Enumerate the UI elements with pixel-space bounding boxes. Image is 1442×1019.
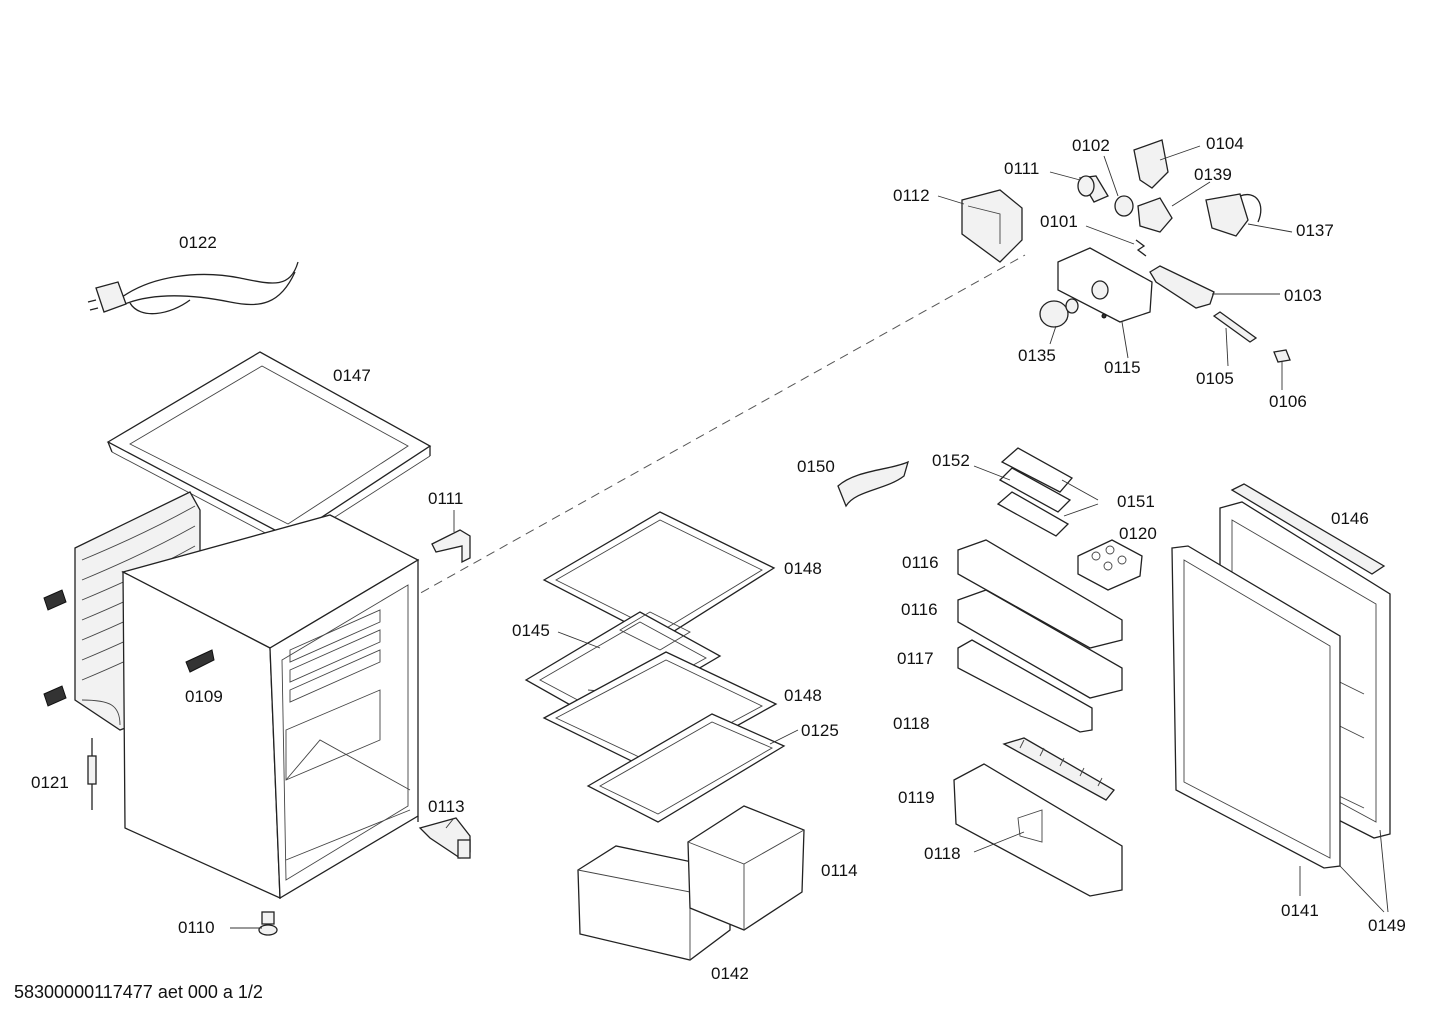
part-label-0106: 0106 bbox=[1269, 392, 1307, 411]
hinge-bottom-part bbox=[418, 817, 471, 859]
part-label-0147: 0147 bbox=[333, 366, 371, 385]
part-label-0148-top: 0148 bbox=[784, 559, 822, 578]
glass-shelf-mid-part bbox=[542, 651, 778, 773]
part-label-0111-top: 0111 bbox=[1004, 159, 1040, 178]
part-label-0114: 0114 bbox=[821, 861, 858, 880]
spring-part bbox=[1135, 239, 1147, 257]
bottle-retainer-part bbox=[1002, 737, 1115, 801]
glass-shelf-top-part bbox=[542, 511, 776, 641]
leader-lines bbox=[230, 145, 1389, 929]
part-label-0109: 0109 bbox=[185, 687, 223, 706]
cabinet-body-part bbox=[121, 514, 420, 900]
part-label-0111-hinge: 0111 bbox=[428, 489, 464, 508]
socket-ring-part bbox=[1114, 195, 1134, 217]
switch-part bbox=[1137, 197, 1173, 233]
egg-flap-part bbox=[837, 460, 910, 508]
part-label-0121: 0121 bbox=[31, 773, 69, 792]
part-label-0118-a: 0118 bbox=[893, 714, 930, 733]
part-label-0148-mid: 0148 bbox=[784, 686, 822, 705]
part-label-0135: 0135 bbox=[1018, 346, 1056, 365]
part-label-0116-b: 0116 bbox=[901, 600, 938, 619]
part-label-0150: 0150 bbox=[797, 457, 835, 476]
assembly-dashed-line bbox=[407, 254, 1026, 601]
door-gasket-part bbox=[1171, 545, 1341, 869]
hinge-top-part bbox=[431, 529, 471, 564]
part-label-0117: 0117 bbox=[897, 649, 934, 668]
part-label-0139: 0139 bbox=[1194, 165, 1232, 184]
part-label-0146: 0146 bbox=[1331, 509, 1369, 528]
bottle-bin-part bbox=[953, 763, 1123, 897]
part-label-0149: 0149 bbox=[1368, 916, 1406, 935]
part-label-0116-a: 0116 bbox=[902, 553, 939, 572]
foot-screw-part bbox=[258, 911, 278, 936]
part-label-0101: 0101 bbox=[1040, 212, 1078, 231]
egg-tray-part bbox=[1077, 539, 1143, 591]
part-label-0137: 0137 bbox=[1296, 221, 1334, 240]
part-label-0119: 0119 bbox=[898, 788, 935, 807]
part-label-0110: 0110 bbox=[178, 918, 215, 937]
knob-part bbox=[1039, 298, 1079, 328]
butter-compartment-part bbox=[996, 447, 1074, 537]
sensor-part bbox=[87, 738, 97, 810]
lamp-cover-part bbox=[961, 189, 1023, 263]
glass-shelf-low-part bbox=[586, 713, 786, 823]
part-label-0125: 0125 bbox=[801, 721, 839, 740]
relay-part bbox=[1205, 193, 1262, 237]
door-bin-3-part bbox=[957, 639, 1093, 733]
capillary-part bbox=[1149, 265, 1215, 309]
door-bin-2-part bbox=[957, 589, 1123, 699]
part-label-0142: 0142 bbox=[711, 964, 749, 983]
crisper-right-part bbox=[687, 805, 805, 931]
part-label-0122: 0122 bbox=[179, 233, 217, 252]
knob-shaft-part bbox=[1212, 311, 1258, 343]
part-label-0145: 0145 bbox=[512, 621, 550, 640]
document-id: 58300000117477 aet 000 a 1/2 bbox=[14, 982, 263, 1002]
part-label-0105: 0105 bbox=[1196, 369, 1234, 388]
part-label-0120: 0120 bbox=[1119, 524, 1157, 543]
part-label-0115: 0115 bbox=[1104, 358, 1141, 377]
part-label-0152: 0152 bbox=[932, 451, 970, 470]
part-label-0112: 0112 bbox=[893, 186, 930, 205]
part-label-0102: 0102 bbox=[1072, 136, 1110, 155]
part-label-0118-b: 0118 bbox=[924, 844, 961, 863]
part-label-0104: 0104 bbox=[1206, 134, 1244, 153]
thermostat-housing-part bbox=[1057, 247, 1153, 323]
part-label-0151: 0151 bbox=[1117, 492, 1155, 511]
door-bin-1-part bbox=[957, 539, 1123, 649]
part-label-0103: 0103 bbox=[1284, 286, 1322, 305]
power-cord-part bbox=[87, 261, 299, 315]
bracket-part bbox=[1133, 139, 1169, 189]
clip-part bbox=[1273, 349, 1291, 363]
bulb-part bbox=[1077, 175, 1109, 203]
door-rail-part bbox=[1230, 483, 1386, 575]
part-label-0141: 0141 bbox=[1281, 901, 1319, 920]
part-label-0113: 0113 bbox=[428, 797, 465, 816]
